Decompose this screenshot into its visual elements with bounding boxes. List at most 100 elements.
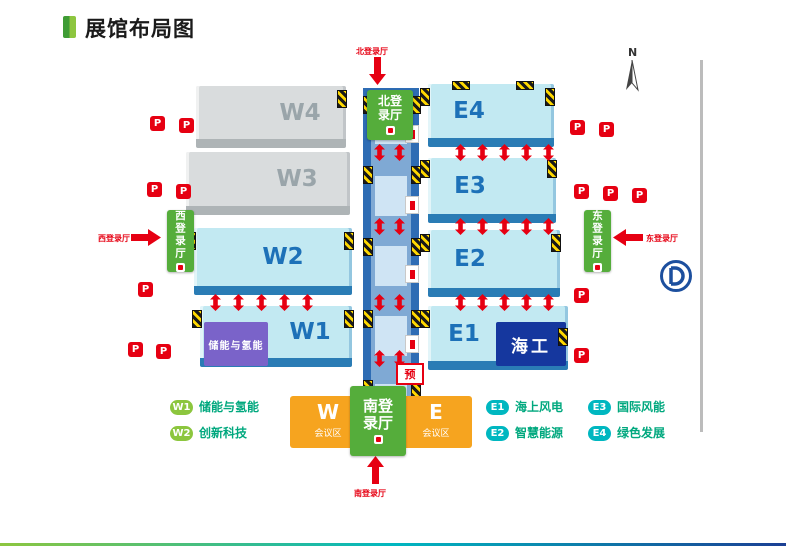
flow-arrow-icon — [374, 218, 385, 235]
flow-arrow-icon — [543, 144, 554, 161]
ticket-gate-icon — [176, 263, 185, 272]
parking-icon: P — [179, 118, 194, 133]
gate-stripe-icon — [545, 88, 555, 106]
conference-west-sub: 会议区 — [314, 429, 342, 439]
hall-e3-label: E3 — [454, 173, 486, 199]
gate-stripe-icon — [558, 328, 568, 346]
hall-w3-label: W3 — [276, 166, 318, 192]
conference-west-letter: W — [316, 400, 340, 424]
hall-w2-label: W2 — [262, 244, 304, 270]
gate-stripe-icon — [363, 238, 373, 256]
corridor-utility-icon — [405, 196, 419, 214]
flow-arrow-icon — [455, 144, 466, 161]
gate-stripe-icon — [344, 232, 354, 250]
conference-west: W 会议区 — [298, 402, 358, 439]
hall-e3: E3 — [428, 158, 556, 223]
hall-e4-label: E4 — [453, 98, 485, 124]
storage-zone: 储能与氢能 — [204, 322, 268, 366]
parking-icon: P — [574, 288, 589, 303]
flow-arrow-icon — [521, 144, 532, 161]
south-entrance-arrow-icon — [367, 456, 384, 484]
ticket-gate-icon — [385, 125, 395, 135]
north-entrance-arrow-icon — [369, 57, 386, 85]
ticket-gate-icon — [373, 435, 383, 445]
subway-logo-icon — [660, 260, 692, 292]
conference-east: E 会议区 — [406, 402, 466, 439]
hall-w4-label: W4 — [279, 99, 321, 126]
gate-stripe-icon — [344, 310, 354, 328]
west-entrance-label: 西登录厅 — [174, 210, 186, 260]
parking-icon: P — [128, 342, 143, 357]
road-line — [700, 60, 703, 432]
legend-badge-e2: E2 — [486, 426, 509, 441]
parking-icon: P — [599, 122, 614, 137]
parking-icon: P — [156, 344, 171, 359]
flow-arrow-icon — [394, 294, 405, 311]
south-entrance-line2: 录厅 — [362, 414, 393, 432]
parking-icon: P — [147, 182, 162, 197]
west-entrance-hall: 西登录厅 — [167, 210, 194, 272]
gate-stripe-icon — [363, 166, 373, 184]
hall-w4: W4 — [196, 86, 346, 148]
compass-needle-icon — [626, 60, 639, 92]
hall-w1-label: W1 — [289, 319, 331, 345]
gate-stripe-icon — [551, 234, 561, 252]
corridor-utility-icon — [405, 335, 419, 353]
title-accent-icon — [63, 16, 76, 38]
flow-arrow-icon — [233, 294, 244, 311]
hall-e4: E4 — [428, 84, 554, 147]
legend-label-e1: 海上风电 — [515, 400, 564, 414]
hall-w3: W3 — [186, 152, 350, 215]
gate-stripe-icon — [547, 160, 557, 178]
flow-arrow-icon — [477, 294, 488, 311]
legend-label-w1: 储能与氢能 — [199, 400, 260, 414]
flow-arrow-icon — [477, 218, 488, 235]
flow-arrow-icon — [279, 294, 290, 311]
central-corridor — [363, 88, 421, 432]
north-entrance-line1: 北登 — [377, 94, 402, 109]
gate-stripe-icon — [420, 234, 430, 252]
north-entrance-line2: 录厅 — [377, 108, 402, 122]
parking-icon: P — [138, 282, 153, 297]
flow-arrow-icon — [477, 144, 488, 161]
flow-arrow-icon — [543, 218, 554, 235]
flow-arrow-icon — [499, 218, 510, 235]
flow-arrow-icon — [455, 294, 466, 311]
conference-east-letter: E — [429, 400, 443, 424]
flow-arrow-icon — [499, 144, 510, 161]
flow-arrow-icon — [210, 294, 221, 311]
west-arrow-label: 西登录厅 — [98, 234, 130, 243]
legend-badge-w2: W2 — [170, 426, 193, 441]
flow-arrow-icon — [374, 350, 385, 367]
south-entrance-hall: 南登 录厅 — [350, 386, 406, 456]
parking-icon: P — [150, 116, 165, 131]
legend-badge-e4: E4 — [588, 426, 611, 441]
legend-badge-e3: E3 — [588, 400, 611, 415]
flow-arrow-icon — [374, 144, 385, 161]
parking-icon: P — [574, 348, 589, 363]
legend-label-e2: 智慧能源 — [515, 426, 564, 440]
ticket-gate-icon — [593, 263, 602, 272]
flow-arrow-icon — [543, 294, 554, 311]
parking-icon: P — [603, 186, 618, 201]
flow-arrow-icon — [499, 294, 510, 311]
flow-arrow-icon — [394, 218, 405, 235]
gate-stripe-icon — [452, 81, 470, 90]
storage-zone-label: 储能与氢能 — [208, 340, 264, 352]
flow-arrow-icon — [455, 218, 466, 235]
legend-badge-w1: W1 — [170, 400, 193, 415]
parking-icon: P — [176, 184, 191, 199]
east-entrance-hall: 东登录厅 — [584, 210, 611, 272]
flow-arrow-icon — [394, 144, 405, 161]
corridor-utility-icon — [405, 265, 419, 283]
flow-arrow-icon — [374, 294, 385, 311]
flow-arrow-icon — [521, 218, 532, 235]
south-arrow-label: 南登录厅 — [354, 489, 386, 498]
reserved-box: 预 — [396, 363, 424, 385]
legend-label-w2: 创新科技 — [199, 426, 248, 440]
east-arrow-label: 东登录厅 — [646, 234, 678, 243]
south-entrance-line1: 南登 — [362, 396, 393, 415]
parking-icon: P — [570, 120, 585, 135]
gate-stripe-icon — [363, 310, 373, 328]
